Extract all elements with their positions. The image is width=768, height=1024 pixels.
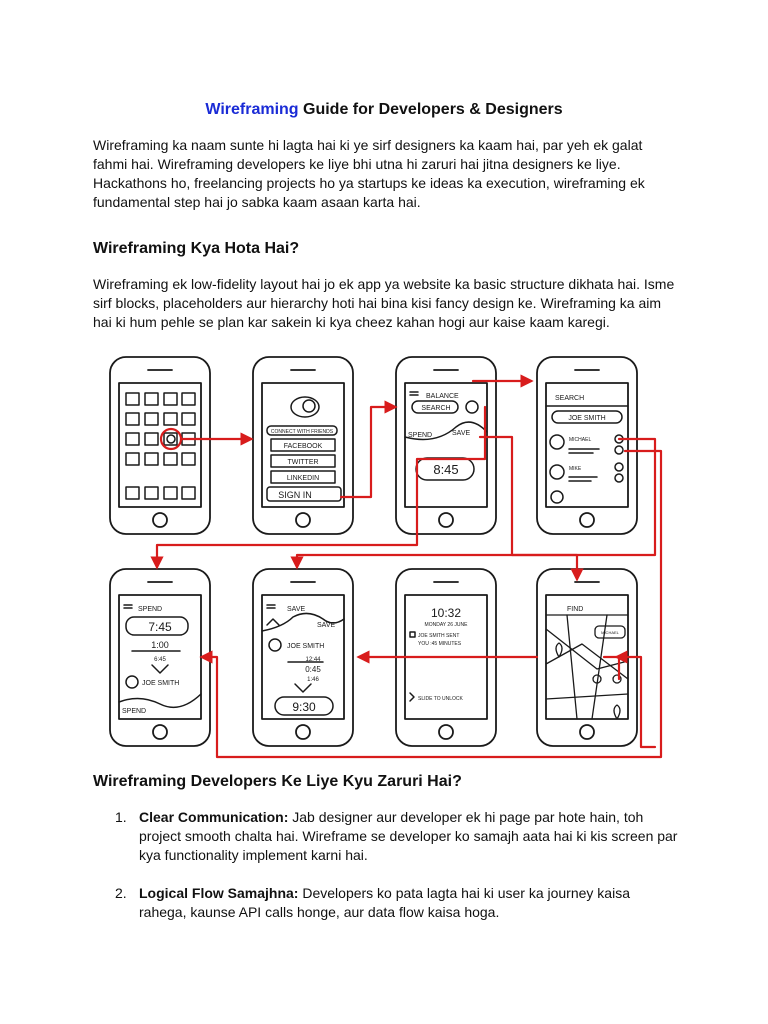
list-number: 2. (115, 885, 127, 901)
section1-body: Wireframing ek low-fidelity layout hai j… (93, 276, 675, 330)
svg-text:8:45: 8:45 (433, 462, 458, 477)
list-item-text: Developers ko pata lagta hai ki user ka … (139, 885, 630, 920)
svg-text:SAVE: SAVE (317, 622, 335, 629)
svg-text:10:32: 10:32 (431, 606, 461, 620)
svg-text:YOU :45 MINUTES: YOU :45 MINUTES (418, 641, 462, 647)
reasons-list: 1. Clear Communication: Jab designer aur… (93, 808, 678, 922)
page-title: Wireframing Guide for Developers & Desig… (0, 101, 768, 119)
svg-text:SAVE: SAVE (287, 606, 305, 613)
svg-text:MIKE: MIKE (569, 466, 582, 472)
svg-text:MICHAEL: MICHAEL (601, 630, 620, 635)
intro-paragraph: Wireframing ka naam sunte hi lagta hai k… (93, 137, 645, 210)
svg-text:0:45: 0:45 (305, 665, 321, 674)
phone-lock: 10:32 MONDAY 26 JUNE JOE SMITH SENT YOU … (395, 568, 497, 747)
phone-save: SAVE SAVE JOE SMITH 12:44 0:45 1:46 9:30 (252, 568, 354, 747)
title-rest: Guide for Developers & Designers (298, 101, 563, 118)
section2-heading: Wireframing Developers Ke Liye Kyu Zarur… (93, 773, 462, 790)
svg-text:JOE SMITH: JOE SMITH (287, 643, 324, 650)
svg-text:JOE SMITH SENT: JOE SMITH SENT (418, 633, 459, 639)
phone-find: FIND MICHAEL (536, 568, 638, 747)
svg-text:JOE SMITH: JOE SMITH (568, 415, 605, 422)
phone-signin: CONNECT WITH FRIENDS FACEBOOK TWITTER LI… (252, 356, 354, 535)
flow-arrows (150, 374, 663, 759)
svg-text:1:46: 1:46 (307, 677, 319, 683)
list-item: 1. Clear Communication: Jab designer aur… (93, 808, 678, 865)
svg-text:SIGN IN: SIGN IN (278, 490, 312, 500)
wireframe-sketch: CONNECT WITH FRIENDS FACEBOOK TWITTER LI… (109, 356, 663, 759)
svg-text:MONDAY 26 JUNE: MONDAY 26 JUNE (425, 622, 469, 628)
phone-search: SEARCH JOE SMITH MICHAEL MIKE (536, 356, 638, 535)
svg-text:SEARCH: SEARCH (421, 405, 450, 412)
svg-text:JOE SMITH: JOE SMITH (142, 680, 179, 687)
svg-text:9:30: 9:30 (292, 700, 316, 714)
svg-text:SLIDE TO UNLOCK: SLIDE TO UNLOCK (418, 696, 463, 702)
list-item-title: Logical Flow Samajhna: (139, 885, 299, 901)
svg-text:6:45: 6:45 (154, 657, 166, 663)
svg-text:MICHAEL: MICHAEL (569, 437, 591, 443)
list-item-text: Jab designer aur developer ek hi page pa… (139, 809, 678, 863)
list-item-title: Clear Communication: (139, 809, 289, 825)
svg-text:FIND: FIND (567, 606, 583, 613)
list-number: 1. (115, 809, 127, 825)
phone-balance: BALANCE SEARCH SPEND SAVE 8:45 (395, 356, 497, 535)
svg-text:SAVE: SAVE (452, 430, 470, 437)
section1-heading: Wireframing Kya Hota Hai? (93, 240, 300, 257)
phone-home (109, 356, 211, 535)
svg-text:7:45: 7:45 (148, 620, 172, 634)
svg-text:1:00: 1:00 (151, 640, 169, 650)
svg-text:SPEND: SPEND (408, 432, 432, 439)
svg-text:SEARCH: SEARCH (555, 395, 584, 402)
svg-text:BALANCE: BALANCE (426, 393, 459, 400)
svg-text:CONNECT WITH FRIENDS: CONNECT WITH FRIENDS (271, 429, 334, 435)
svg-text:SPEND: SPEND (122, 708, 146, 715)
phone-spend: SPEND 7:45 1:00 6:45 JOE SMITH SPEND (109, 568, 211, 747)
svg-text:12:44: 12:44 (305, 657, 321, 663)
svg-text:LINKEDIN: LINKEDIN (287, 475, 319, 482)
list-item: 2. Logical Flow Samajhna: Developers ko … (93, 884, 678, 922)
svg-text:SPEND: SPEND (138, 606, 162, 613)
svg-text:TWITTER: TWITTER (287, 459, 318, 466)
title-accent: Wireframing (205, 101, 299, 118)
svg-text:FACEBOOK: FACEBOOK (284, 443, 323, 450)
